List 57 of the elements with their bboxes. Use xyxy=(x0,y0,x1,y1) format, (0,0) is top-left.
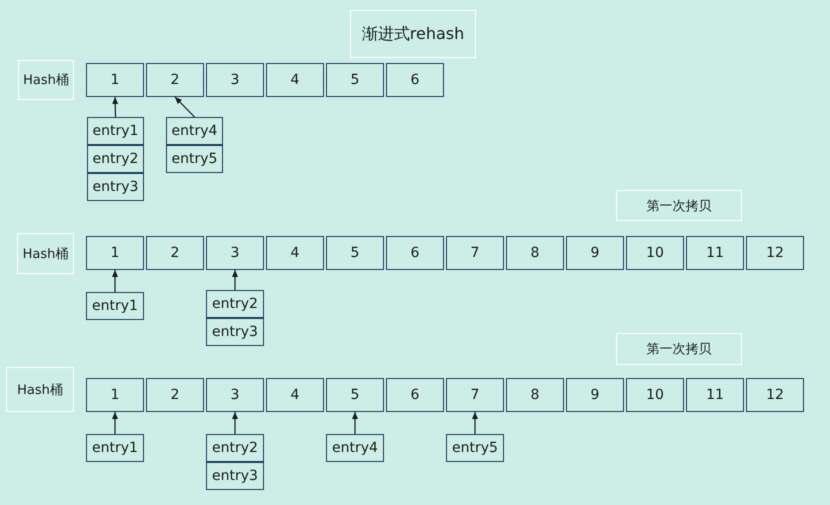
entry-box: entry1 xyxy=(87,117,144,145)
bucket-box: 2 xyxy=(146,236,204,270)
entry-box: entry5 xyxy=(166,145,223,173)
bucket-box: 11 xyxy=(686,236,744,270)
arrow xyxy=(232,412,238,434)
bucket-box: 8 xyxy=(506,378,564,412)
bucket-box: 1 xyxy=(86,63,144,97)
bucket-box: 1 xyxy=(86,236,144,270)
entry-box: entry3 xyxy=(206,318,264,346)
bucket-box: 3 xyxy=(206,63,264,97)
entry-box: entry3 xyxy=(87,173,144,201)
label-box: Hash桶 xyxy=(6,367,74,412)
bucket-box: 1 xyxy=(86,378,144,412)
bucket-box: 7 xyxy=(446,236,504,270)
entry-box: entry5 xyxy=(446,434,504,462)
entry-box: entry2 xyxy=(87,145,144,173)
bucket-box: 11 xyxy=(686,378,744,412)
bucket-box: 12 xyxy=(746,378,804,412)
label-box: 第一次拷贝 xyxy=(616,190,742,221)
entry-box: entry1 xyxy=(86,292,144,320)
bucket-box: 9 xyxy=(566,378,624,412)
bucket-box: 7 xyxy=(446,378,504,412)
bucket-box: 10 xyxy=(626,378,684,412)
entry-box: entry1 xyxy=(86,434,144,462)
entry-box: entry4 xyxy=(326,434,384,462)
bucket-box: 9 xyxy=(566,236,624,270)
bucket-box: 3 xyxy=(206,236,264,270)
bucket-box: 6 xyxy=(386,236,444,270)
bucket-box: 10 xyxy=(626,236,684,270)
bucket-box: 6 xyxy=(386,378,444,412)
arrow xyxy=(174,96,195,118)
bucket-box: 4 xyxy=(266,63,324,97)
arrow xyxy=(352,412,358,434)
bucket-box: 5 xyxy=(326,236,384,270)
bucket-box: 8 xyxy=(506,236,564,270)
label-box: 第一次拷贝 xyxy=(616,333,742,365)
bucket-box: 3 xyxy=(206,378,264,412)
bucket-box: 4 xyxy=(266,236,324,270)
arrow xyxy=(112,412,118,434)
entry-box: entry2 xyxy=(206,290,264,318)
bucket-box: 12 xyxy=(746,236,804,270)
bucket-box: 5 xyxy=(326,378,384,412)
entry-box: entry3 xyxy=(206,462,264,490)
bucket-box: 4 xyxy=(266,378,324,412)
label-box: Hash桶 xyxy=(18,60,74,100)
arrow xyxy=(232,270,238,290)
bucket-box: 2 xyxy=(146,63,204,97)
bucket-box: 2 xyxy=(146,378,204,412)
bucket-box: 6 xyxy=(386,63,444,97)
arrow xyxy=(472,412,478,434)
entry-box: entry2 xyxy=(206,434,264,462)
bucket-box: 5 xyxy=(326,63,384,97)
label-box: Hash桶 xyxy=(17,233,74,274)
entry-box: entry4 xyxy=(166,117,223,145)
arrow xyxy=(112,270,118,292)
arrow xyxy=(112,96,118,118)
title-box: 渐进式rehash xyxy=(350,10,476,58)
